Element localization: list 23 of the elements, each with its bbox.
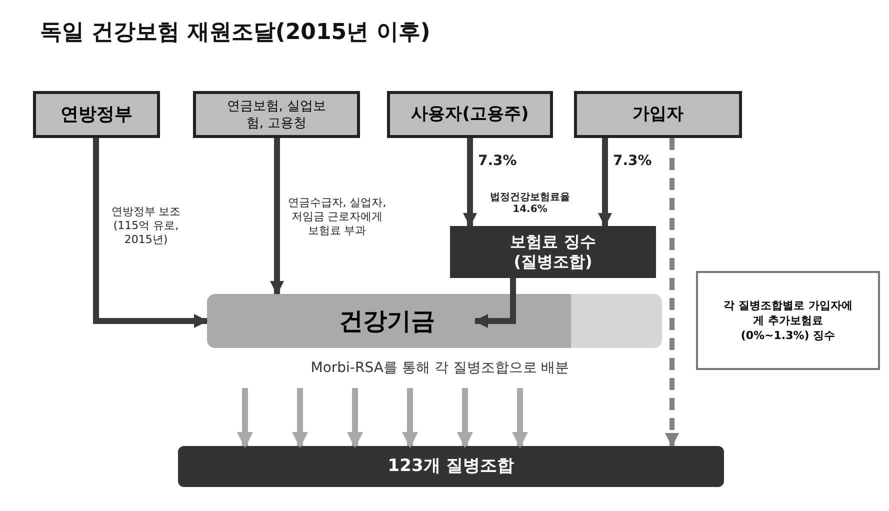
source-box: 연금보험, 실업보험, 고용청	[193, 91, 360, 138]
arrow	[347, 388, 363, 448]
distribution-label: Morbi-RSA를 통해 각 질병조합으로 배분	[310, 359, 570, 378]
funds-bar: 123개 질병조합	[178, 446, 724, 487]
collection-box: 보험료 징수 (질병조합)	[450, 226, 656, 278]
rate-label: 법정건강보험료율 14.6%	[489, 192, 571, 216]
arrow	[512, 388, 528, 448]
arrow	[598, 138, 612, 227]
arrow	[474, 278, 516, 328]
arrow	[402, 388, 418, 448]
source-box: 가입자	[574, 91, 742, 138]
arrow	[93, 138, 208, 328]
arrow	[237, 388, 253, 448]
note-box: 각 질병조합별로 가입자에게 추가보험료 (0%~1.3%) 징수	[696, 271, 880, 370]
source-box: 사용자(고용주)	[387, 91, 553, 138]
arrow	[292, 388, 308, 448]
source-box: 연방정부	[33, 91, 160, 138]
arrow	[270, 138, 284, 295]
arrow	[457, 388, 473, 448]
arrow	[463, 138, 477, 227]
fund-band: 건강기금	[207, 294, 662, 348]
dashed-arrow	[665, 138, 679, 447]
diagram-title: 독일 건강보험 재원조달(2015년 이후)	[40, 19, 430, 47]
